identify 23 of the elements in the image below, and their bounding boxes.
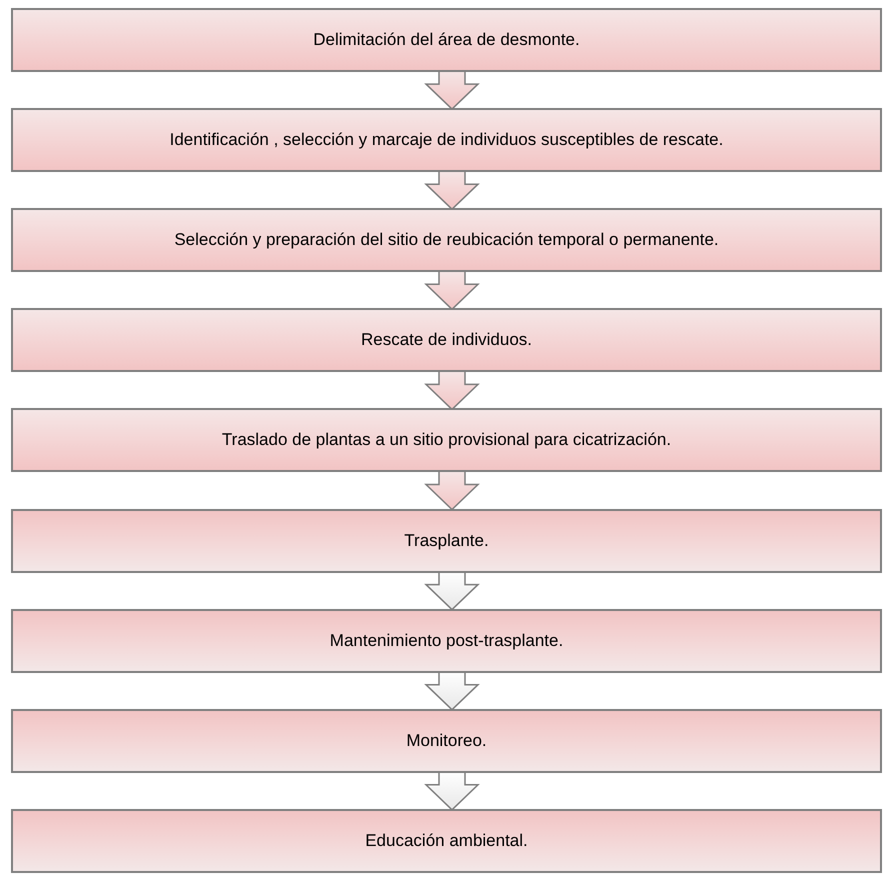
process-box: [11, 808, 882, 873]
block-arrow: [424, 470, 480, 511]
process-box: [11, 108, 882, 172]
step-text: Rescate de individuos.: [360, 330, 534, 350]
step-text: Trasplante.: [403, 530, 490, 550]
process-box: [11, 8, 882, 72]
block-arrow: [424, 69, 480, 110]
step-text: Educación ambiental.: [364, 830, 529, 851]
step-text: Delimitación del área de desmonte.: [312, 30, 581, 50]
process-box: [11, 208, 882, 272]
block-arrow: [424, 269, 480, 310]
process-box: [11, 508, 882, 572]
step-text: Monitoreo.: [405, 730, 488, 751]
process-box: [11, 708, 882, 773]
block-arrow: [424, 370, 480, 410]
process-box: [11, 608, 882, 673]
step-text: Mantenimiento post-trasplante.: [328, 630, 564, 651]
process-box: [11, 308, 882, 372]
step-text: Selección y preparación del sitio de reubicación temporal o permanente.: [173, 230, 720, 250]
process-box: [11, 408, 882, 472]
block-arrow: [424, 169, 480, 210]
step-text: Traslado de plantas a un sitio provisional para cicatrización.: [220, 430, 672, 450]
step-text: Identificación , selección y marcaje de individuos susceptibles de rescate.: [168, 130, 724, 150]
